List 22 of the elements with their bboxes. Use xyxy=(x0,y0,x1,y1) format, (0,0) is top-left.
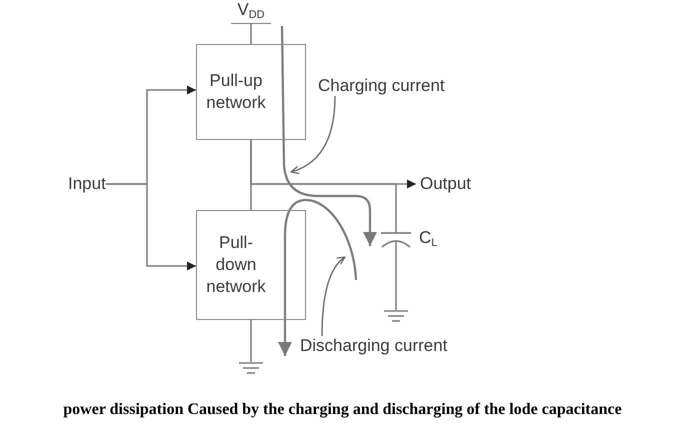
supply-terminal xyxy=(231,0,271,24)
capacitor-symbol xyxy=(381,230,411,250)
component-label: C$_{L}$ xyxy=(419,228,438,248)
ground-symbol xyxy=(384,310,408,323)
supply-label: V$_{DD}$ xyxy=(237,0,265,19)
ground-symbol xyxy=(239,362,263,375)
signal-arrow xyxy=(106,183,196,270)
leader-line xyxy=(290,96,336,174)
network-label: Pull-down network xyxy=(205,232,267,298)
network-box xyxy=(196,44,306,140)
output-label: Output xyxy=(416,174,472,194)
wire xyxy=(250,140,397,230)
wire xyxy=(395,250,397,310)
wire xyxy=(250,24,252,44)
network-label: Pull-up network xyxy=(205,70,267,114)
leader-line xyxy=(321,256,346,336)
figure-caption: power dissipation Caused by the charging and discharging of the lode capacitance xyxy=(62,400,623,420)
input-label: Input xyxy=(68,174,106,194)
current-label: Discharging current xyxy=(300,336,448,356)
current-label: Charging current xyxy=(318,76,445,96)
wire xyxy=(250,320,252,362)
network-box xyxy=(196,210,306,320)
